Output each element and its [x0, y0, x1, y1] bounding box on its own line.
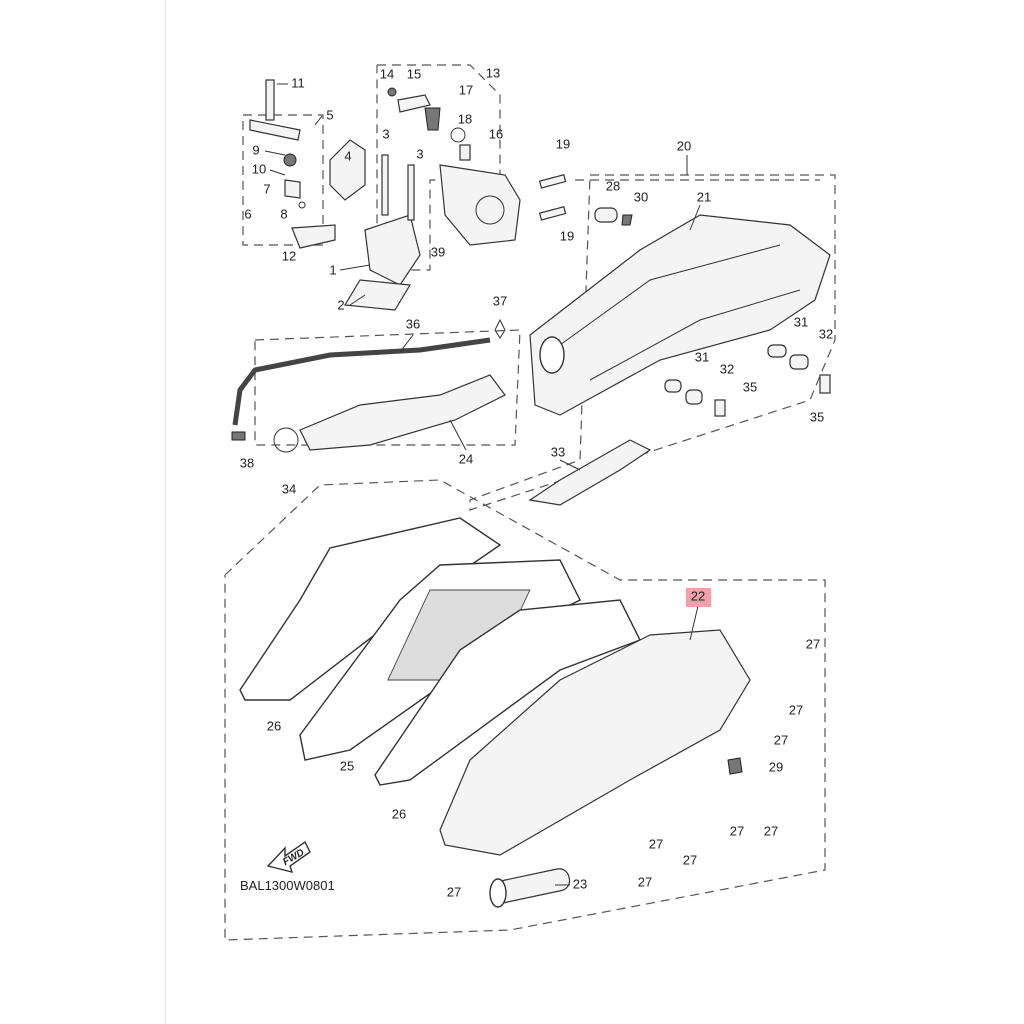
callout-20: 20: [677, 138, 691, 153]
throttle-body-assembly: [249, 79, 421, 311]
callout-10: 10: [252, 161, 266, 176]
callout-32: 32: [720, 361, 734, 376]
callout-27: 27: [638, 874, 652, 889]
callout-33: 33: [551, 444, 565, 459]
group-box-cover: [224, 479, 826, 941]
clamp-34: [273, 427, 299, 453]
callout-30: 30: [634, 189, 648, 204]
callout-31: 31: [695, 349, 709, 364]
callout-8: 8: [280, 206, 287, 221]
breather-hose-36: [232, 337, 491, 426]
callout-26: 26: [267, 718, 281, 733]
callout-31: 31: [794, 314, 808, 329]
callout-39: 39: [431, 244, 445, 259]
diagram-code: BAL1300W0801: [240, 878, 335, 893]
callout-3: 3: [382, 126, 389, 141]
callout-15: 15: [407, 66, 421, 81]
callout-25: 25: [340, 758, 354, 773]
callout-29: 29: [769, 759, 783, 774]
callout-5: 5: [326, 107, 333, 122]
callout-27: 27: [789, 702, 803, 717]
callout-35: 35: [743, 379, 757, 394]
callout-24: 24: [459, 451, 473, 466]
callout-32: 32: [819, 326, 833, 341]
callout-27: 27: [806, 636, 820, 651]
callout-2: 2: [337, 297, 344, 312]
callout-18: 18: [458, 111, 472, 126]
group-box-throttle: [242, 114, 324, 246]
callout-13: 13: [486, 65, 500, 80]
clip-29: [727, 757, 743, 775]
clip-37: [494, 318, 506, 339]
callout-27: 27: [447, 884, 461, 899]
callout-12: 12: [282, 248, 296, 263]
callout-23: 23: [573, 876, 587, 891]
callout-14: 14: [380, 66, 394, 81]
callout-27: 27: [764, 823, 778, 838]
callout-4: 4: [344, 148, 351, 163]
callout-19: 19: [556, 136, 570, 151]
sponge-33: [528, 439, 652, 506]
callout-37: 37: [493, 293, 507, 308]
air-filter-cover-22: [439, 629, 751, 856]
callout-17: 17: [459, 82, 473, 97]
bolts-19: [538, 174, 567, 221]
fwd-arrow-icon: FWD: [266, 840, 311, 873]
callout-38: 38: [240, 455, 254, 470]
callout-11: 11: [291, 75, 305, 90]
callout-19: 19: [560, 228, 574, 243]
callout-28: 28: [606, 178, 620, 193]
sensor-assembly: [387, 87, 521, 246]
callout-3: 3: [416, 146, 423, 161]
callout-highlight: [686, 588, 711, 607]
callout-27: 27: [649, 836, 663, 851]
callout-27: 27: [683, 852, 697, 867]
clip-38: [231, 431, 246, 441]
callout-16: 16: [489, 126, 503, 141]
leader-lines: [264, 83, 701, 886]
group-box-hose: [254, 329, 521, 446]
callout-22: 22: [691, 588, 705, 603]
intake-duct-24: [299, 374, 506, 451]
gasket-26-left: [239, 517, 502, 701]
callout-6: 6: [244, 206, 251, 221]
callout-9: 9: [252, 142, 259, 157]
callout-27: 27: [774, 732, 788, 747]
callout-26: 26: [392, 806, 406, 821]
callout-7: 7: [263, 181, 270, 196]
callout-27: 27: [730, 823, 744, 838]
callout-21: 21: [697, 189, 711, 204]
callout-34: 34: [282, 481, 296, 496]
callout-35: 35: [810, 409, 824, 424]
air-filter-case: [529, 207, 831, 417]
callout-36: 36: [406, 316, 420, 331]
callout-1: 1: [329, 262, 336, 277]
